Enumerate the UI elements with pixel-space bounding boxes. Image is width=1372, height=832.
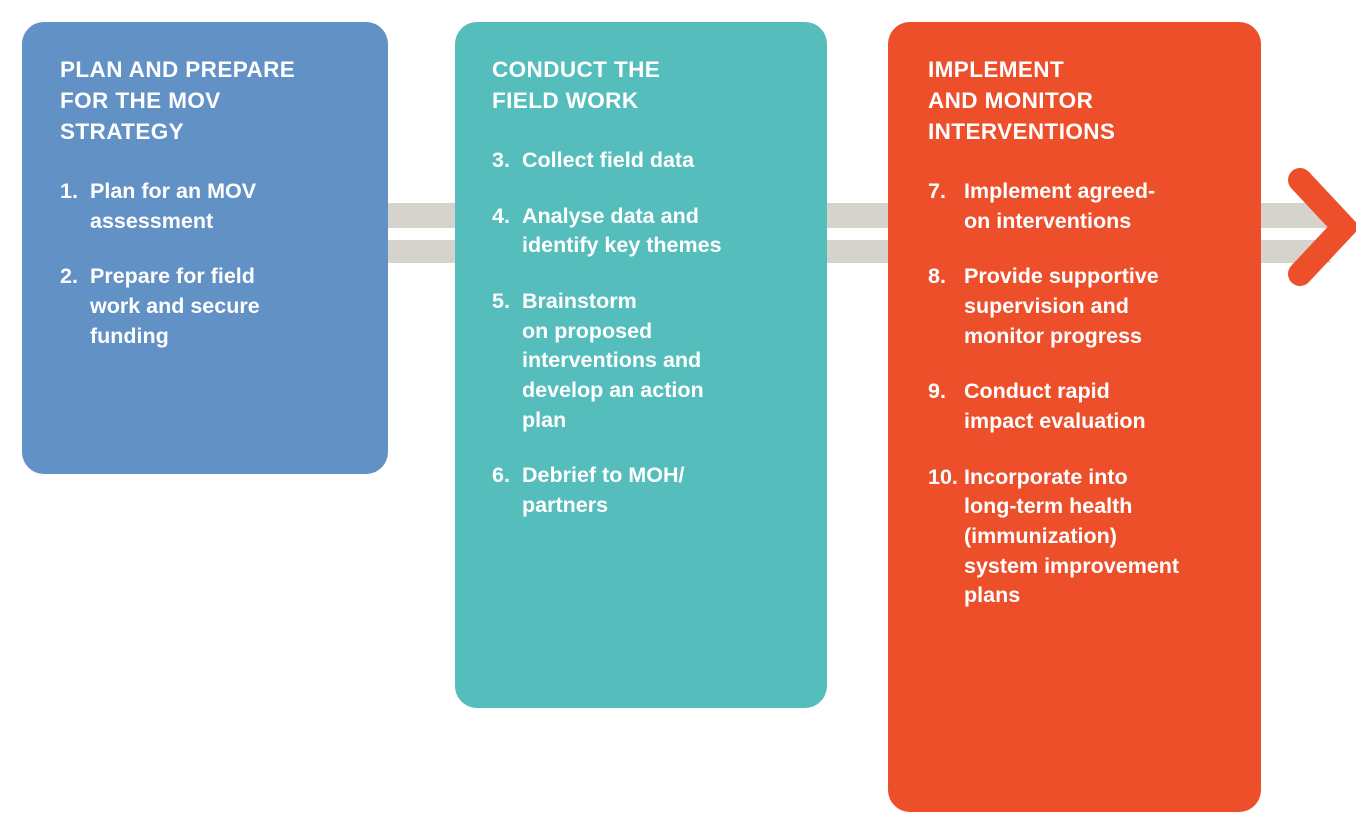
step-text: Implement agreed- on interventions: [964, 179, 1156, 233]
stage-title-plan: PLAN AND PREPARE FOR THE MOV STRATEGY: [60, 57, 296, 145]
stage-panel-plan[interactable]: PLAN AND PREPARE FOR THE MOV STRATEGY 1.…: [22, 22, 388, 474]
step-number: 10.: [928, 464, 958, 489]
step-text: Analyse data and identify key themes: [522, 203, 722, 258]
stage-title-fieldwork: CONDUCT THE FIELD WORK: [492, 57, 661, 114]
step-text: Conduct rapid impact evaluation: [964, 379, 1146, 434]
connector-stage2-stage3-bar-bottom: [826, 240, 890, 263]
step-item[interactable]: 7. Implement agreed- on interventions: [928, 177, 1249, 236]
step-item[interactable]: 10. Incorporate into long-term health (i…: [928, 463, 1249, 611]
step-item[interactable]: 5. Brainstorm on proposed interventions …: [492, 287, 813, 435]
stage-panel-implement[interactable]: IMPLEMENT AND MONITOR INTERVENTIONS 7. I…: [888, 22, 1261, 812]
step-number: 7.: [928, 179, 946, 204]
step-number: 8.: [928, 264, 946, 289]
stage-panel-implement-content: IMPLEMENT AND MONITOR INTERVENTIONS 7. I…: [888, 22, 1261, 812]
step-text: Brainstorm on proposed interventions and…: [522, 289, 704, 432]
stage-panel-fieldwork-content: CONDUCT THE FIELD WORK 3. Collect field …: [455, 22, 827, 708]
step-item[interactable]: 6. Debrief to MOH/ partners: [492, 461, 813, 520]
step-number: 1.: [60, 179, 78, 204]
step-number: 6.: [492, 463, 510, 488]
step-text: Plan for an MOV assessment: [90, 179, 257, 233]
chevron-right-icon: [1288, 168, 1356, 286]
step-item[interactable]: 4. Analyse data and identify key themes: [492, 202, 813, 261]
step-item[interactable]: 1. Plan for an MOV assessment: [60, 177, 372, 236]
step-number: 9.: [928, 379, 946, 404]
connector-stage2-stage3-bar-top: [826, 203, 890, 228]
step-list-implement: 7. Implement agreed- on interventions 8.…: [928, 177, 1249, 611]
step-text: Provide supportive supervision and monit…: [964, 264, 1159, 348]
step-item[interactable]: 2. Prepare for field work and secure fun…: [60, 262, 372, 351]
step-number: 2.: [60, 264, 78, 289]
step-text: Collect field data: [522, 148, 695, 173]
step-item[interactable]: 3. Collect field data: [492, 146, 813, 176]
stage-panel-plan-content: PLAN AND PREPARE FOR THE MOV STRATEGY 1.…: [22, 22, 388, 474]
step-list-fieldwork: 3. Collect field data 4. Analyse data an…: [492, 146, 813, 521]
stage-panel-fieldwork[interactable]: CONDUCT THE FIELD WORK 3. Collect field …: [455, 22, 827, 708]
step-item[interactable]: 8. Provide supportive supervision and mo…: [928, 262, 1249, 351]
step-number: 4.: [492, 203, 510, 228]
step-text: Debrief to MOH/ partners: [522, 463, 685, 517]
step-number: 5.: [492, 289, 510, 314]
stage-title-implement: IMPLEMENT AND MONITOR INTERVENTIONS: [928, 57, 1116, 145]
connector-stage1-stage2-bar-bottom: [388, 240, 458, 263]
step-text: Prepare for field work and secure fundin…: [90, 264, 260, 348]
step-number: 3.: [492, 148, 510, 173]
step-text: Incorporate into long-term health (immun…: [964, 464, 1180, 608]
step-list-plan: 1. Plan for an MOV assessment 2. Prepare…: [60, 177, 372, 351]
connector-stage1-stage2-bar-top: [388, 203, 458, 228]
step-item[interactable]: 9. Conduct rapid impact evaluation: [928, 377, 1249, 436]
